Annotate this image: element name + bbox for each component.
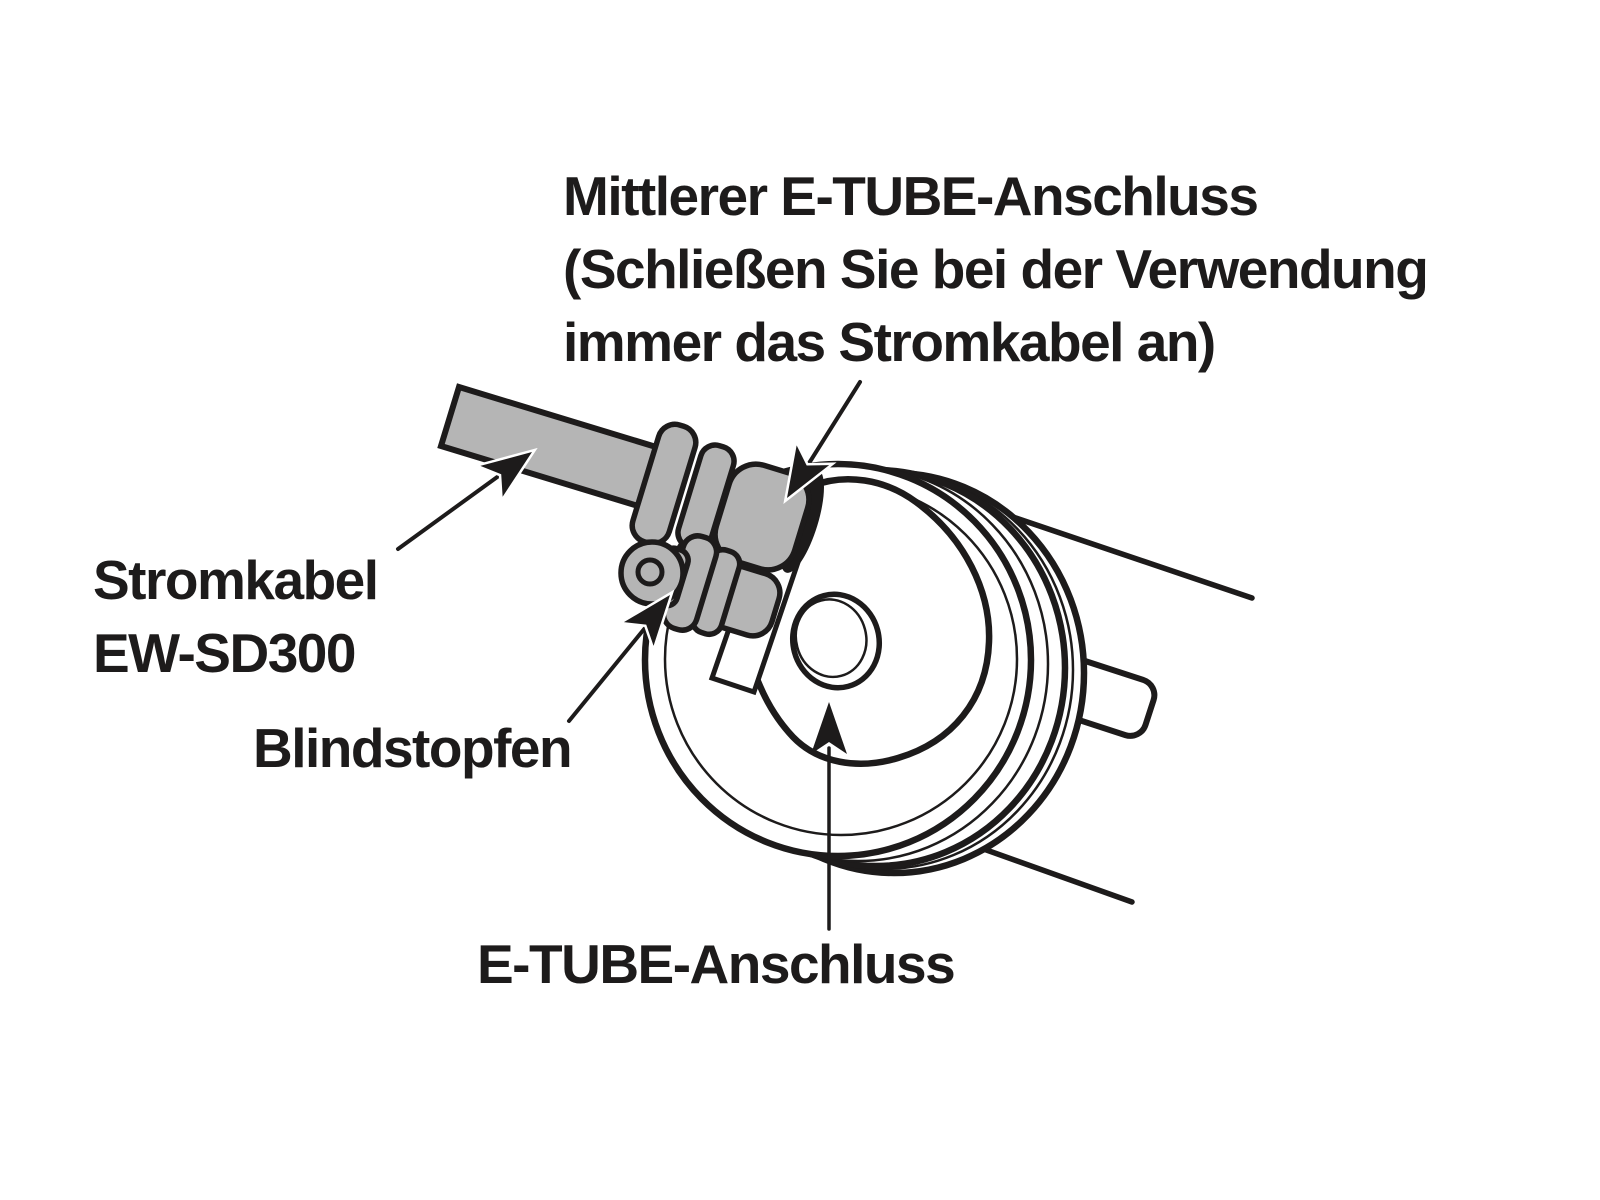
arrow-blind-plug-shaft: [567, 626, 647, 723]
arrow-power-cable-shaft: [396, 473, 502, 551]
etube-port-hole: [789, 591, 883, 691]
label-blind-plug-text: Blindstopfen: [253, 717, 573, 779]
arrow-etube-port-head: [811, 702, 847, 754]
arrow-middle-connector-head: [783, 437, 837, 505]
label-middle-etube-line3: immer das Stromkabel an): [563, 311, 1216, 373]
label-power-cable: Stromkabel EW-SD300: [93, 544, 379, 690]
arrow-etube-port: [811, 702, 847, 931]
arrow-middle-connector-shaft: [804, 380, 862, 470]
label-etube-port: E-TUBE-Anschluss: [477, 928, 956, 1001]
arrow-power-cable: [396, 447, 538, 551]
callout-arrows: [396, 380, 862, 931]
blind-plug-face-dot: [635, 557, 665, 587]
label-etube-port-text: E-TUBE-Anschluss: [477, 933, 956, 995]
label-middle-etube-line2: (Schließen Sie bei der Verwendung: [563, 238, 1429, 300]
arrow-blind-plug-head: [616, 589, 675, 654]
label-power-cable-line1: Stromkabel: [93, 549, 379, 611]
label-middle-etube-connector: Mittlerer E-TUBE-Anschluss (Schließen Si…: [563, 160, 1429, 379]
arrow-blind-plug: [567, 589, 675, 723]
arrow-middle-connector: [783, 380, 862, 505]
label-power-cable-line2: EW-SD300: [93, 622, 356, 684]
label-middle-etube-line1: Mittlerer E-TUBE-Anschluss: [563, 165, 1259, 227]
arrow-power-cable-head: [472, 447, 538, 505]
port-hole-inner-rim: [794, 598, 868, 679]
label-blind-plug: Blindstopfen: [253, 712, 573, 785]
blind-plug: [618, 533, 783, 639]
middle-etube-connector: [437, 383, 824, 573]
